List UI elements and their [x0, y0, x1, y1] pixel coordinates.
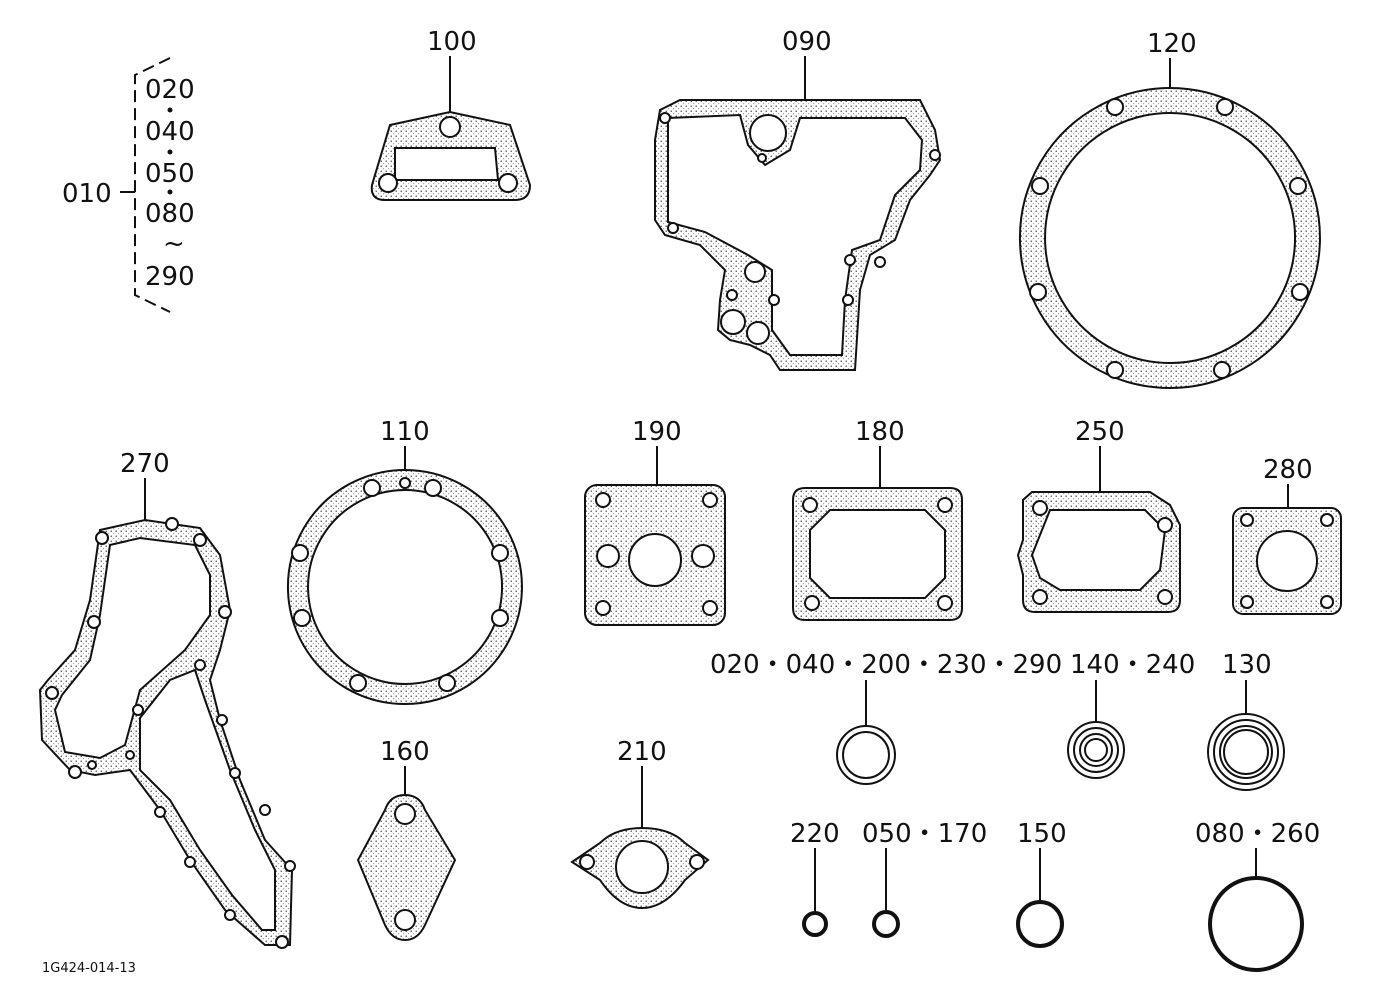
label-080-260[interactable]: 080・260 — [1195, 819, 1320, 849]
part-oring-080-260[interactable]: 080・260 — [1195, 819, 1320, 972]
kit-bracket — [134, 57, 171, 313]
label-080[interactable]: 080 — [145, 199, 195, 229]
label-270[interactable]: 270 — [120, 449, 170, 479]
label-150[interactable]: 150 — [1017, 819, 1067, 849]
part-120-flywheel-housing-gasket[interactable]: 120 — [1018, 29, 1321, 389]
part-seal-140-240[interactable]: 140・240 — [1067, 650, 1195, 779]
part-160-gasket[interactable]: 160 — [356, 737, 457, 942]
part-oring-050-170[interactable]: 050・170 — [862, 819, 987, 938]
label-020[interactable]: 020 — [145, 75, 195, 105]
part-090-gear-case-gasket[interactable]: 090 — [654, 27, 942, 371]
range-tilde: ~ — [163, 229, 185, 259]
label-220[interactable]: 220 — [790, 819, 840, 849]
part-180-gasket[interactable]: 180 — [792, 417, 963, 621]
drawing-id: 1G424-014-13 — [42, 961, 136, 976]
kit-group-010: 010 020 040 050 080 ~ 290 — [62, 57, 195, 313]
part-100-gasket[interactable]: 100 — [370, 27, 532, 201]
part-190-gasket[interactable]: 190 — [584, 417, 726, 626]
label-140-240[interactable]: 140・240 — [1070, 650, 1195, 680]
label-280[interactable]: 280 — [1263, 455, 1313, 485]
label-050-170[interactable]: 050・170 — [862, 819, 987, 849]
label-120[interactable]: 120 — [1147, 29, 1197, 59]
label-130[interactable]: 130 — [1222, 650, 1272, 680]
label-washer-set[interactable]: 020・040・200・230・290 — [710, 650, 1062, 680]
part-oring-220[interactable]: 220 — [790, 819, 840, 937]
label-210[interactable]: 210 — [617, 737, 667, 767]
label-010[interactable]: 010 — [62, 179, 112, 209]
separator-dot — [167, 189, 173, 195]
part-110-gasket[interactable]: 110 — [287, 417, 523, 705]
label-040[interactable]: 040 — [145, 117, 195, 147]
label-190[interactable]: 190 — [632, 417, 682, 447]
part-seal-130[interactable]: 130 — [1207, 650, 1285, 791]
part-270-water-pump-gasket[interactable]: 270 — [38, 449, 296, 949]
separator-dot — [167, 107, 173, 113]
part-280-gasket[interactable]: 280 — [1232, 455, 1342, 615]
part-washer-020-040-200-230-290[interactable]: 020・040・200・230・290 — [710, 650, 1062, 785]
label-100[interactable]: 100 — [427, 27, 477, 57]
label-090[interactable]: 090 — [782, 27, 832, 57]
part-210-gasket[interactable]: 210 — [570, 737, 710, 910]
label-290[interactable]: 290 — [145, 262, 195, 292]
part-oring-150[interactable]: 150 — [1016, 819, 1067, 948]
label-050[interactable]: 050 — [145, 159, 195, 189]
separator-dot — [167, 149, 173, 155]
label-160[interactable]: 160 — [380, 737, 430, 767]
label-180[interactable]: 180 — [855, 417, 905, 447]
label-250[interactable]: 250 — [1075, 417, 1125, 447]
label-110[interactable]: 110 — [380, 417, 430, 447]
part-250-gasket[interactable]: 250 — [1016, 417, 1181, 613]
